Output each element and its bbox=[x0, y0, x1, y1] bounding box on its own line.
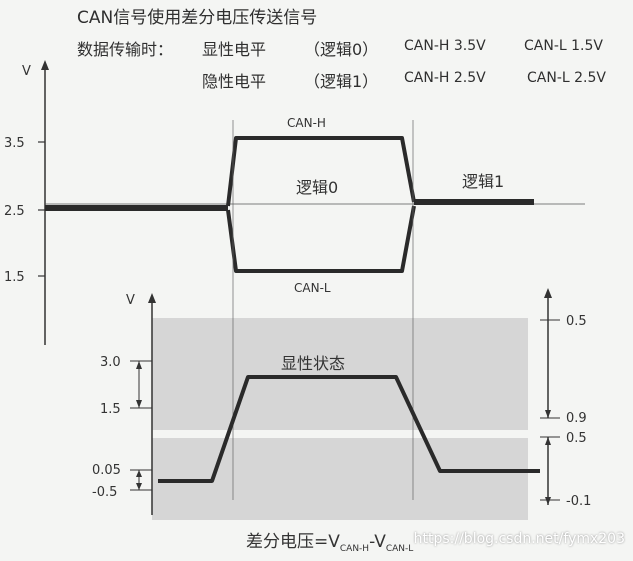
right-label-neg-0-1: -0.1 bbox=[566, 494, 591, 509]
left-label-0-05: 0.05 bbox=[92, 463, 121, 478]
left-dim-upper-arrow-top bbox=[136, 361, 142, 369]
canl-label: CAN-L bbox=[294, 281, 331, 295]
differential-formula: 差分电压=VCAN-H-VCAN-L bbox=[246, 532, 413, 554]
formula-sub-canh: CAN-H bbox=[340, 544, 369, 554]
left-label-1-5: 1.5 bbox=[100, 402, 121, 417]
left-dim-lower-arrow-bottom bbox=[136, 483, 142, 490]
right-dim-lower-arrow-top bbox=[545, 437, 551, 445]
top-tick-2-5: 2.5 bbox=[4, 204, 25, 219]
recessive-state: 隐性电平 bbox=[202, 72, 267, 91]
diagram-title: CAN信号使用差分电压传送信号 bbox=[77, 8, 318, 28]
formula-sub-canl: CAN-L bbox=[386, 544, 413, 554]
right-label-0-9: 0.9 bbox=[566, 411, 587, 426]
canl-trace bbox=[226, 205, 416, 273]
right-dim-upper-arrow-top bbox=[544, 288, 552, 298]
dominant-threshold-band bbox=[152, 318, 528, 430]
bottom-y-axis-label: V bbox=[126, 293, 135, 308]
recessive-logic: （逻辑1） bbox=[304, 72, 379, 91]
right-dim-upper-arrow-bottom bbox=[545, 410, 551, 418]
top-y-axis-arrow bbox=[41, 60, 49, 70]
left-label-3-0: 3.0 bbox=[100, 355, 121, 370]
recessive-canh: CAN-H 2.5V bbox=[404, 70, 486, 86]
dominant-lead: 数据传输时： bbox=[77, 40, 174, 59]
right-dim-lower-arrow-bottom bbox=[545, 497, 551, 505]
logic1-label: 逻辑1 bbox=[462, 172, 504, 191]
dominant-state-label: 显性状态 bbox=[281, 354, 345, 373]
logic0-label: 逻辑0 bbox=[296, 178, 338, 197]
differential-voltage-trace bbox=[158, 375, 540, 483]
right-label-0-5-bottom: 0.5 bbox=[566, 431, 587, 446]
recessive-canl: CAN-L 2.5V bbox=[527, 70, 606, 86]
dominant-state: 显性电平 bbox=[202, 40, 267, 59]
canh-trace bbox=[226, 136, 416, 207]
formula-main: 差分电压=V bbox=[246, 532, 340, 552]
dominant-canl: CAN-L 1.5V bbox=[524, 38, 603, 54]
canh-label: CAN-H bbox=[287, 116, 326, 130]
left-label-neg-0-5: -0.5 bbox=[92, 485, 117, 500]
watermark-text: https://blog.csdn.net/fymx203 bbox=[413, 531, 625, 547]
right-label-0-5-top: 0.5 bbox=[566, 314, 587, 329]
left-dim-upper-arrow-bottom bbox=[136, 400, 142, 408]
top-tick-3-5: 3.5 bbox=[4, 136, 25, 151]
top-y-axis-label: V bbox=[22, 64, 31, 79]
dominant-logic: （逻辑0） bbox=[304, 40, 379, 59]
top-tick-1-5: 1.5 bbox=[4, 270, 25, 285]
left-dim-lower-arrow-top bbox=[136, 470, 142, 477]
recessive-row: 隐性电平 （逻辑1） CAN-H 2.5V CAN-L 2.5V bbox=[77, 68, 633, 92]
formula-dash: -V bbox=[369, 532, 386, 552]
bottom-y-axis-arrow bbox=[148, 293, 156, 303]
dominant-row: 数据传输时： 显性电平 （逻辑0） CAN-H 3.5V CAN-L 1.5V bbox=[77, 36, 633, 60]
dominant-canh: CAN-H 3.5V bbox=[404, 38, 486, 54]
